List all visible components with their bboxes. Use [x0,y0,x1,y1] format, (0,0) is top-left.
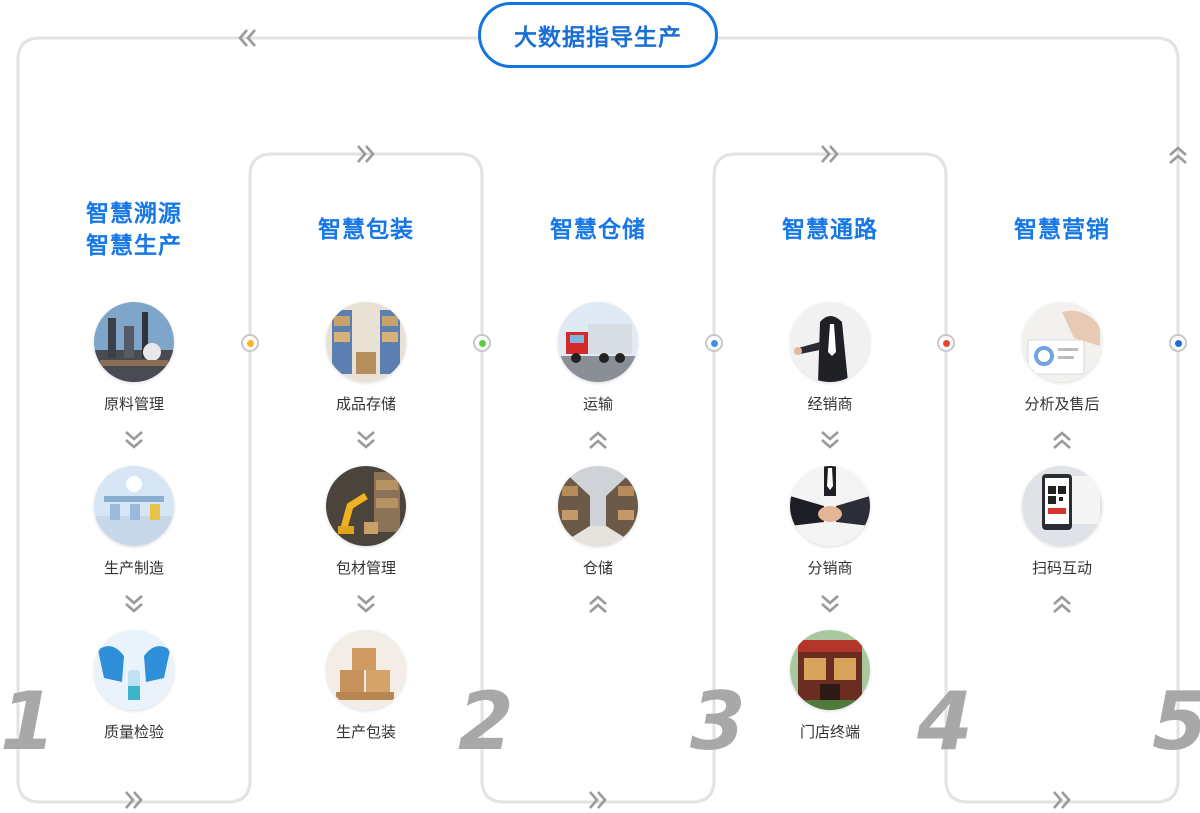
column-title-line: 智慧通路 [782,217,878,243]
column-smart-warehousing: 智慧仓储 运输 仓储 [493,198,703,630]
chevron-up-icon [583,578,613,630]
step-finished-storage: 成品存储 [286,302,446,414]
truck-icon [558,302,638,382]
node-5-end [1169,334,1187,352]
chevron-down-icon [815,414,845,466]
step-label: 原料管理 [103,395,164,413]
step-manufacturing: 生产制造 [54,466,214,578]
step-quality-inspection: 质量检验 [54,630,214,742]
step-production-packaging: 生产包装 [286,630,446,742]
column-title-line: 智慧营销 [1014,217,1110,243]
step-storage: 仓储 [518,466,678,578]
node-dot [246,339,254,347]
qr-phone-icon [1022,466,1102,546]
chevron-down-icon [119,414,149,466]
lab-gloves-icon [94,630,174,710]
step-label: 分销商 [807,559,853,577]
column-smart-trace-production: 智慧溯源 智慧生产 原料管理 生产制造 质量检验 [29,198,239,742]
step-transport: 运输 [518,302,678,414]
column-title: 智慧溯源 智慧生产 [86,198,182,262]
step-label: 门店终端 [799,723,860,741]
step-raw-material: 原料管理 [54,302,214,414]
node-dot [710,339,718,347]
node-dot [478,339,486,347]
column-title: 智慧营销 [1014,198,1110,262]
column-title: 智慧仓储 [550,198,646,262]
column-title-line: 智慧溯源 [86,201,182,227]
chevron-down-icon [351,578,381,630]
robot-arm-icon [326,466,406,546]
factory-line-icon [94,466,174,546]
chevron-down-icon [351,414,381,466]
step-distributor: 分销商 [750,466,910,578]
stage-number-3: 3 [690,675,746,768]
warehouse-shelves-icon [326,302,406,382]
step-store-terminal: 门店终端 [750,630,910,742]
step-scan-interaction: 扫码互动 [982,466,1142,578]
step-label: 包材管理 [335,559,396,577]
node-3-4 [705,334,723,352]
step-label: 质量检验 [103,723,164,741]
node-4-5 [937,334,955,352]
chevron-right-icon [821,145,839,163]
chevron-right-icon [1053,791,1071,809]
step-label: 分析及售后 [1024,395,1100,413]
column-smart-marketing: 智慧营销 分析及售后 扫码互动 [957,198,1167,630]
stage-number-1: 1 [0,675,56,768]
node-1-2 [241,334,259,352]
column-title-line: 智慧生产 [86,233,182,259]
chevron-up-icon [583,414,613,466]
storefront-icon [790,630,870,710]
column-title: 智慧包装 [318,198,414,262]
step-packaging-materials: 包材管理 [286,466,446,578]
step-label: 仓储 [582,559,613,577]
stage-number-2: 2 [458,675,514,768]
cardboard-boxes-icon [326,630,406,710]
stage-number-5: 5 [1152,682,1200,762]
column-title-line: 智慧仓储 [550,217,646,243]
analysis-chart-icon [1022,302,1102,382]
chevron-down-icon [119,578,149,630]
chevron-right-icon [357,145,375,163]
step-label: 生产包装 [335,723,396,741]
chevron-left-icon [238,29,256,47]
node-dot [1174,339,1182,347]
warehouse-aisle-icon [558,466,638,546]
chevron-up-icon [1047,578,1077,630]
steel-plant-icon [94,302,174,382]
node-dot [942,339,950,347]
chevron-right-icon [125,791,143,809]
column-title-line: 智慧包装 [318,217,414,243]
businessman-icon [790,302,870,382]
step-label: 扫码互动 [1031,559,1092,577]
column-title: 智慧通路 [782,198,878,262]
step-dealer: 经销商 [750,302,910,414]
outer-loop-line [16,36,1180,804]
step-label: 运输 [582,395,613,413]
step-analysis-after-sales: 分析及售后 [982,302,1142,414]
node-2-3 [473,334,491,352]
column-smart-packaging: 智慧包装 成品存储 包材管理 生产包装 [261,198,471,742]
chevron-down-icon [815,578,845,630]
chevron-right-icon [589,791,607,809]
stage-number-4: 4 [917,675,973,768]
chevron-up-icon [1047,414,1077,466]
step-label: 成品存储 [335,395,396,413]
step-label: 经销商 [807,395,853,413]
header-title: 大数据指导生产 [478,2,718,68]
chevron-up-icon [1169,146,1187,164]
step-label: 生产制造 [103,559,164,577]
handshake-icon [790,466,870,546]
column-smart-channel: 智慧通路 经销商 分销商 门店终端 [725,198,935,742]
